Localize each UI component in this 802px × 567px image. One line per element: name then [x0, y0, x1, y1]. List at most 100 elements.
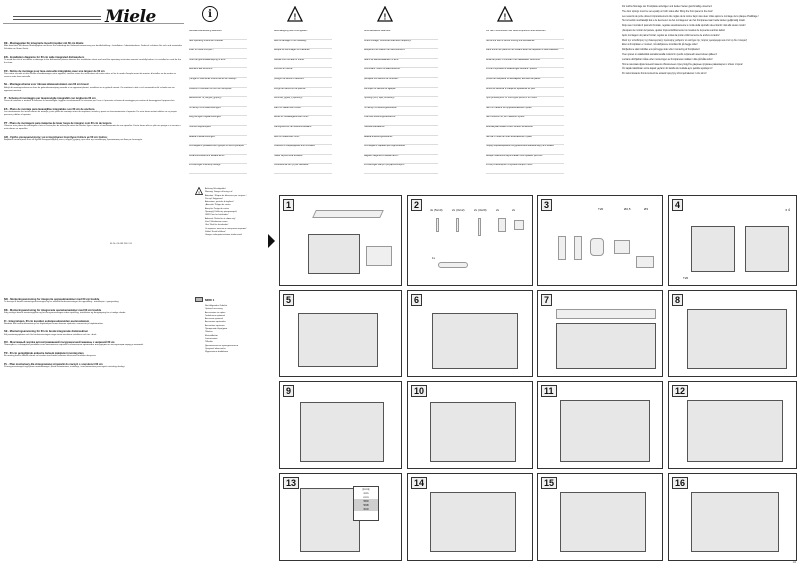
note-item: Προσοχή στις τιμές σύνδεσης!: [364, 97, 438, 107]
warning-damage-icon: !: [287, 6, 303, 22]
screw-part: [436, 218, 439, 232]
step-16-panel: 16: [668, 473, 797, 561]
note-item: Соблюдайте указания инструкции по эксплу…: [189, 145, 247, 155]
language-title: PT - Plano de montagem para máquina de l…: [4, 121, 112, 125]
svg-text:!: !: [198, 190, 199, 195]
step-number: 12: [672, 385, 689, 397]
language-text: Lea atentamente las instrucciones de man…: [4, 111, 177, 117]
language-text: Ta hensyn til denne monteringsanvisninge…: [4, 301, 120, 304]
note-item: Tarkista liitäntäarvot!: [364, 126, 438, 136]
svg-text:!: !: [294, 13, 297, 22]
list-item: Nachfolgendes Zubehör: [205, 305, 228, 307]
screw-count-2: 2x (3x12): [452, 208, 465, 212]
tool-label-t20: T20: [598, 207, 604, 211]
list-item: Wyposażenie dodatkowe: [205, 351, 229, 354]
list-item: Accesorios opcionales: [205, 321, 226, 324]
language-text: Observe este plano de montagem e leia as…: [4, 125, 181, 131]
tool-label: T20: [683, 276, 689, 280]
note-item: Ta hensyn til bruksanvisningen!: [189, 107, 247, 117]
note-item: Соблюдайте параметры подключения!: [364, 145, 438, 155]
step-number: 13: [283, 477, 300, 489]
note-item: Gevaar voor schade of breuk!: [274, 59, 332, 69]
step-12-panel: 12: [668, 381, 797, 469]
list-item: Accessori opzionali: [205, 318, 223, 321]
list-item: Für leichte Montage der Frontplatte anfe…: [622, 6, 713, 8]
measurement-box: [mm] min mm 580 598 600: [353, 486, 379, 521]
screw-count-1: 4x (5x10): [430, 208, 443, 212]
language-title: ES - Plano de montaje para lavavajillas …: [4, 107, 95, 111]
list-item: Após montagem do painel frontal, regular…: [622, 34, 720, 37]
language-block: SE - Monteringsanvisning för 60 cm breda…: [4, 330, 182, 336]
note-item: Perigo de danos ou de quebra!: [274, 88, 332, 98]
step-number: 10: [411, 385, 428, 397]
note-item: Beakta bruksanvisningen!: [189, 136, 247, 146]
countertop-strip: [312, 210, 384, 218]
language-text: Bitte beachten Sie diesen Montageplan un…: [4, 45, 182, 51]
side-fixing-detail: [687, 400, 783, 462]
note-item: Ακολουθείτε τις οδηγίες χρήσης!: [189, 97, 247, 107]
miele-logo: Miele: [105, 7, 156, 27]
note-item: Skru benene ind, før maskinen flyttes!: [486, 116, 564, 126]
door-spring-notes: Für leichte Montage der Frontplatte anfe…: [622, 6, 796, 78]
note-item: Houd de gebruiksaanwijzing in acht!: [189, 59, 247, 69]
note-item: ¡Respete los valores de conexión!: [364, 78, 438, 88]
note-column-connection: Anschlusswerte beachten!Check voltage, c…: [364, 30, 438, 174]
dishwasher-front: [560, 400, 650, 462]
note-item: Przed przesunięciem zmywarki wkręcić nóż…: [486, 164, 564, 174]
language-block: DK - Monteringsanvisning for integrerede…: [4, 309, 182, 315]
note-item: Check voltage, connected load and freque…: [364, 40, 438, 50]
language-title: FR - Notice de montage pour lave-vaissel…: [4, 69, 105, 73]
language-text: Bekijk dit montageschema en lees de gebr…: [4, 86, 175, 92]
list-item: Осторожно: опасность получения порезов!: [205, 227, 247, 230]
bracket-part: [498, 218, 506, 232]
language-text: Διαβάστε οπωσδήποτε αυτό το σχέδιο συναρ…: [4, 138, 143, 141]
page-number: 1/2: [792, 561, 796, 564]
svg-text:!: !: [384, 13, 387, 22]
language-block: DE - Montageplan für integrierte Geschir…: [4, 42, 182, 51]
list-item: Atenção: Perigo de cortes: [205, 207, 229, 210]
note-item: Kullanma kılavuzunu dikkate alınız!: [189, 155, 247, 165]
note-item: ¡Tenga en cuenta las instrucciones de ma…: [189, 78, 247, 88]
list-item: Etter at frontplaten er montert, må dørf…: [622, 44, 698, 47]
language-block: IT - Schema di montaggio per lavastovigl…: [4, 97, 182, 103]
step-13-panel: 13: [279, 473, 402, 561]
logo-stripe: [13, 16, 101, 20]
language-block: FR - Notice de montage pour lave-vaissel…: [4, 70, 182, 79]
list-item: Varo! Viiltohaavan vaara: [205, 220, 228, 223]
list-item: Uwaga: niebezpieczeństwo skaleczenia!: [205, 234, 243, 237]
step-number: 14: [411, 477, 428, 489]
step-7-panel: 7: [537, 290, 663, 377]
part-count-6: 1x: [432, 256, 436, 260]
language-block: FI - Integroitujen, 60 cm leveiden astia…: [4, 320, 182, 326]
screw-part: [456, 218, 459, 232]
cabinet: [556, 323, 656, 369]
language-block: PT - Plano de montagem para máquina de l…: [4, 122, 182, 131]
language-title: EN - Installation diagrams for 60 cm wid…: [4, 55, 85, 59]
list-item: Ön kapak takıldıktan sonra kapak yayları…: [622, 68, 713, 71]
packaging-piece: [366, 246, 392, 266]
measure-row: min: [363, 491, 369, 495]
language-title: SE - Monteringsanvisning för 60 cm breda…: [4, 330, 89, 334]
screwdriver-icon: [558, 236, 566, 260]
step-1-panel: 1: [279, 195, 402, 286]
language-title: NL - Montageschema voor inbouw-afwasauto…: [4, 83, 89, 87]
tool-label-drill-large: Ø3: [644, 207, 649, 211]
tape-measure-icon: [636, 256, 654, 268]
list-item: Tilbehør: [205, 331, 213, 334]
list-item: Optional accessory: [205, 308, 223, 311]
note-item: Huomioi käyttöohjeet!: [189, 126, 247, 136]
language-title: IT - Schema di montaggio per lavastovigl…: [4, 97, 96, 101]
step-number: 15: [541, 477, 558, 489]
note-item: Beschädigung oder Bruchgefahr!: [274, 30, 332, 40]
note-item: Skru inn føttene før oppvaskmaskinen fly…: [486, 107, 564, 117]
step-number: 6: [411, 294, 423, 306]
note-item: Verifique os valores de ligação!: [364, 88, 438, 98]
list-item: Μετά την τοποθέτηση της διακοσμητικής πρ…: [622, 39, 748, 42]
note-item: Risk of damage or the breaking!: [274, 40, 332, 50]
step-14-panel: 14: [407, 473, 533, 561]
note-item: Πριν μετακινήσετε το πλυντήριο βιδώστε τ…: [486, 97, 564, 107]
list-item: Pas op! Snijgevaar!: [205, 197, 224, 200]
language-title: DE - Montageplan für integrierte Geschir…: [4, 42, 84, 45]
note-item: Перед перемещением посудомоечной машины …: [486, 145, 564, 155]
